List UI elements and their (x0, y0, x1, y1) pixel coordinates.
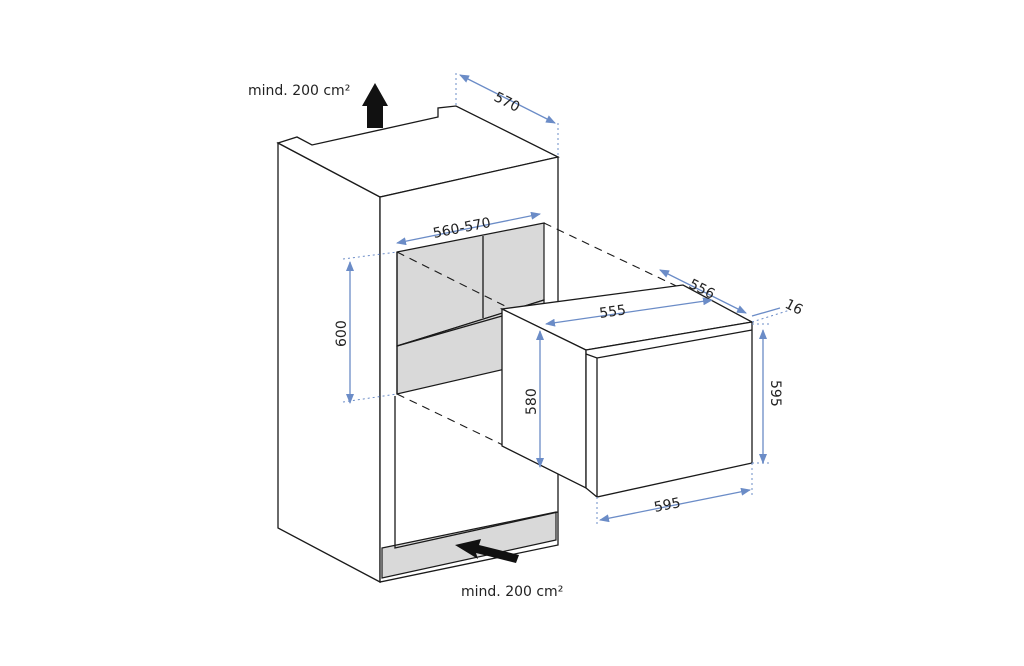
labels: mind. 200 cm² mind. 200 cm² 570 560-570 … (248, 83, 805, 600)
arrow-up-icon (362, 83, 388, 128)
dim-line-front-width (599, 487, 751, 523)
niche-floor-edge (396, 315, 503, 347)
dim-label-door-thickness: 16 (782, 296, 805, 318)
dim-label-appliance-width: 555 (598, 302, 627, 322)
lower-panel-edge (394, 396, 559, 549)
dim-label-appliance-height: 580 (524, 388, 540, 415)
dim-line-appliance-depth (659, 269, 747, 314)
dim-line-appliance-width (545, 297, 713, 327)
vent-top-label: mind. 200 cm² (248, 83, 350, 99)
dim-line-niche-width (396, 211, 541, 246)
vent-bottom-label: mind. 200 cm² (461, 584, 563, 600)
dim-label-front-width: 595 (653, 495, 682, 516)
cabinet-side-face (277, 141, 381, 584)
appliance-front-panel (585, 321, 753, 498)
dim-line-door-thickness (751, 307, 781, 317)
vent-arrow-up (362, 83, 388, 128)
dim-label-cabinet-depth: 570 (491, 89, 522, 115)
vent-arrow-in (455, 539, 519, 563)
projection-lines (396, 222, 753, 447)
dim-label-niche-height: 600 (334, 320, 350, 347)
dim-line-cabinet-depth (459, 74, 556, 124)
arrow-left-icon (455, 539, 519, 563)
dimension-lines (342, 73, 791, 525)
dim-label-front-height: 595 (767, 380, 783, 407)
